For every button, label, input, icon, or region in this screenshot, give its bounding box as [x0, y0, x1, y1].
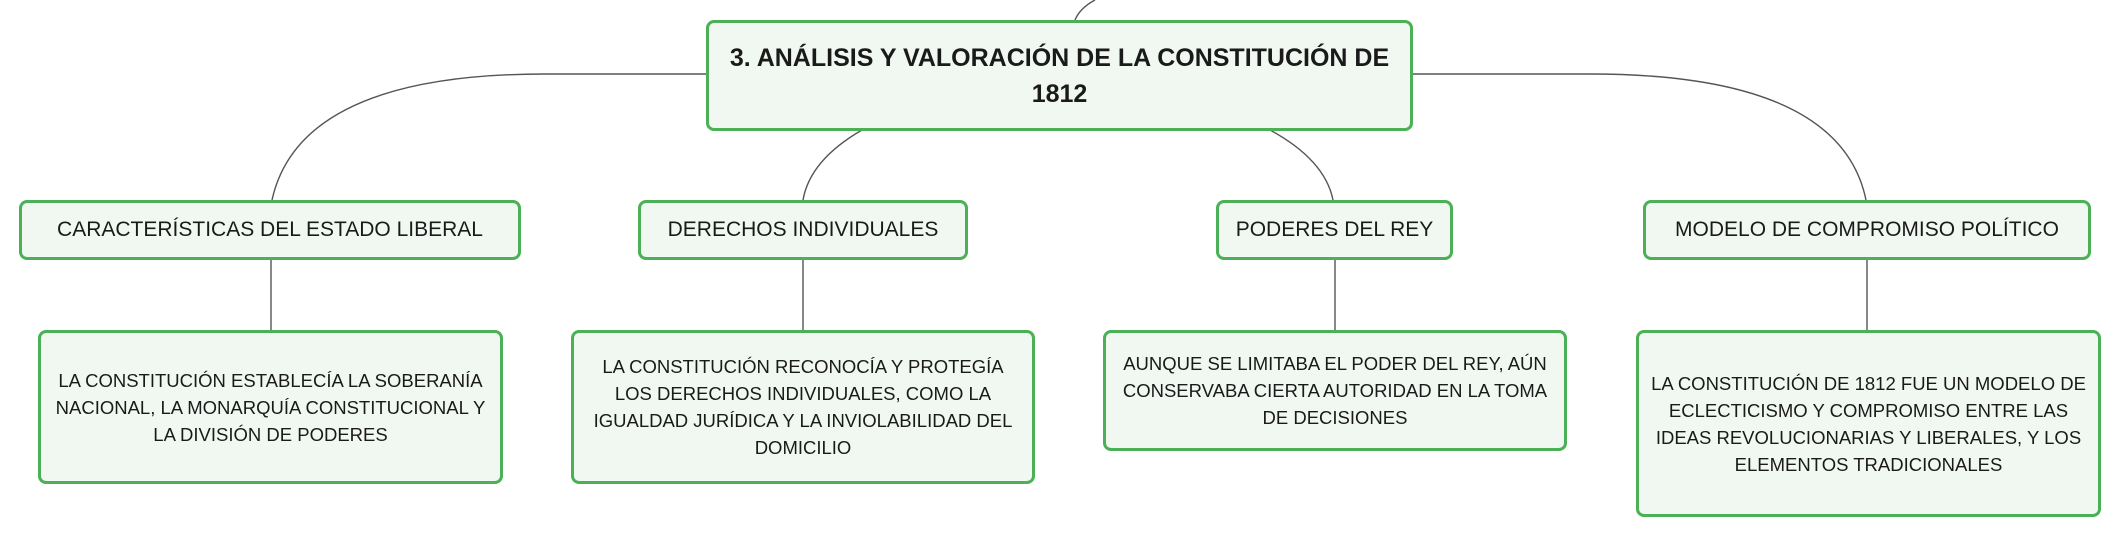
- branch-label: CARACTERÍSTICAS DEL ESTADO LIBERAL: [57, 218, 483, 241]
- detail-text: LA CONSTITUCIÓN ESTABLECÍA LA SOBERANÍA …: [55, 369, 486, 445]
- branch-derechos-individuales[interactable]: DERECHOS INDIVIDUALES: [638, 200, 968, 260]
- connector-root-branch-3: [1269, 129, 1334, 201]
- detail-text: AUNQUE SE LIMITABA EL PODER DEL REY, AÚN…: [1122, 353, 1548, 428]
- root-topic[interactable]: 3. ANÁLISIS Y VALORACIÓN DE LA CONSTITUC…: [706, 20, 1413, 131]
- branch-poderes-del-rey[interactable]: PODERES DEL REY: [1216, 200, 1453, 260]
- root-topic-label: 3. ANÁLISIS Y VALORACIÓN DE LA CONSTITUC…: [729, 43, 1390, 108]
- branch-label: MODELO DE COMPROMISO POLÍTICO: [1675, 218, 2059, 241]
- branch-estado-liberal[interactable]: CARACTERÍSTICAS DEL ESTADO LIBERAL: [19, 200, 521, 260]
- detail-estado-liberal[interactable]: LA CONSTITUCIÓN ESTABLECÍA LA SOBERANÍA …: [38, 330, 503, 484]
- detail-text: LA CONSTITUCIÓN RECONOCÍA Y PROTEGÍA LOS…: [593, 356, 1013, 458]
- connector-root-branch-4: [1412, 73, 1867, 201]
- branch-compromiso-politico[interactable]: MODELO DE COMPROMISO POLÍTICO: [1643, 200, 2091, 260]
- connector-parent: [1074, 0, 1096, 21]
- connector-root-branch-1: [271, 73, 706, 201]
- detail-derechos-individuales[interactable]: LA CONSTITUCIÓN RECONOCÍA Y PROTEGÍA LOS…: [571, 330, 1035, 484]
- detail-poderes-del-rey[interactable]: AUNQUE SE LIMITABA EL PODER DEL REY, AÚN…: [1103, 330, 1567, 451]
- connector-root-branch-2: [802, 129, 863, 201]
- branch-label: PODERES DEL REY: [1235, 218, 1434, 241]
- branch-label: DERECHOS INDIVIDUALES: [667, 218, 939, 241]
- detail-text: LA CONSTITUCIÓN DE 1812 FUE UN MODELO DE…: [1651, 372, 2086, 475]
- detail-compromiso-politico[interactable]: LA CONSTITUCIÓN DE 1812 FUE UN MODELO DE…: [1636, 330, 2101, 517]
